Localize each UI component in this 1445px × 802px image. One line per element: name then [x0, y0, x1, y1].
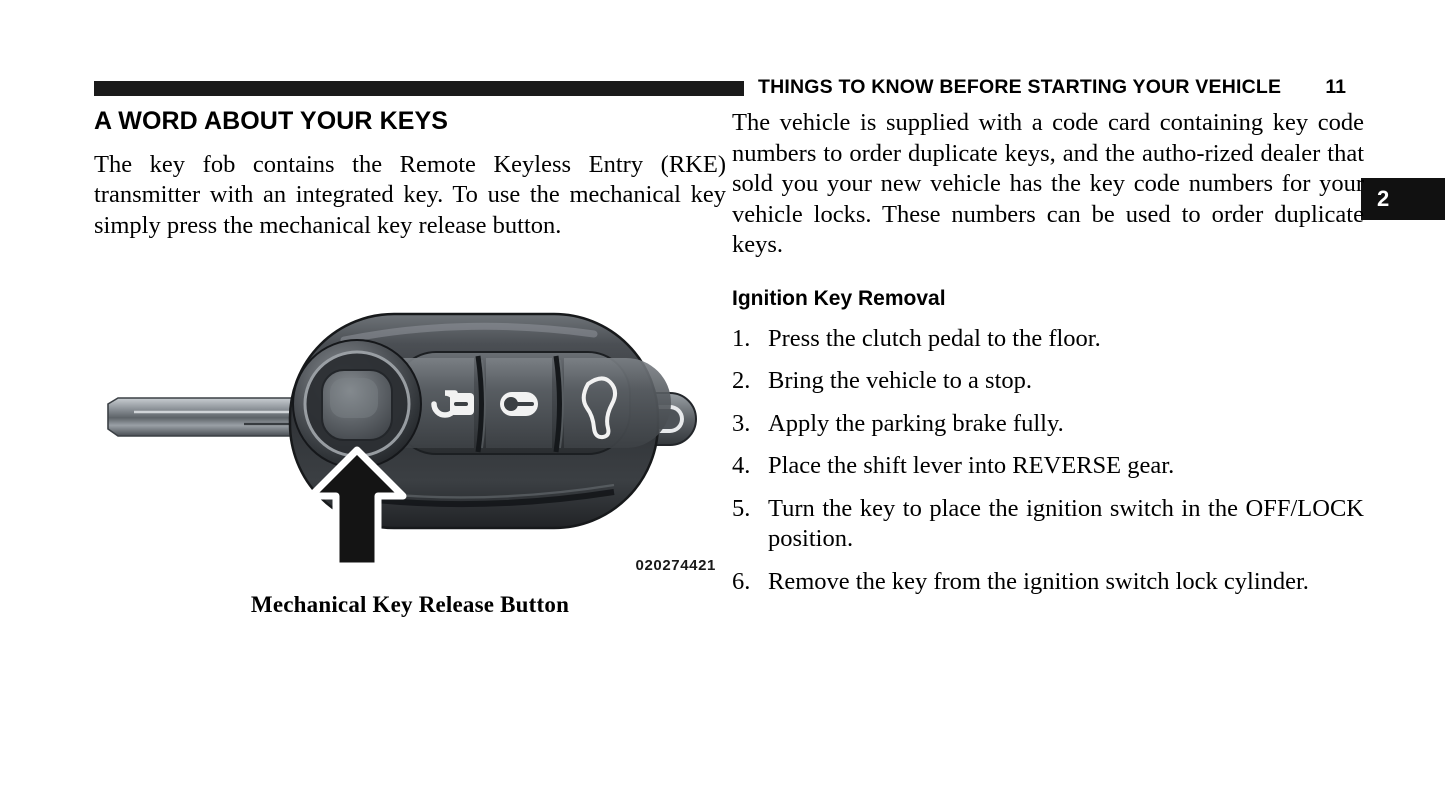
- chapter-tab: 2: [1361, 178, 1445, 220]
- list-item-number: 5.: [732, 494, 751, 522]
- list-item-number: 1.: [732, 324, 751, 352]
- list-item-text: Bring the vehicle to a stop.: [768, 367, 1032, 395]
- right-column: The vehicle is supplied with a code card…: [732, 108, 1364, 597]
- section-heading: A WORD ABOUT YOUR KEYS: [94, 107, 449, 135]
- header-rule: [94, 80, 744, 96]
- figure-code: 020274421: [635, 557, 716, 574]
- mechanical-key-release-button[interactable]: [292, 339, 422, 469]
- list-item: 5. Turn the key to place the ignition sw…: [732, 494, 1364, 555]
- page-title: THINGS TO KNOW BEFORE STARTING YOUR VEHI…: [758, 76, 1282, 99]
- list-item-text: Apply the parking brake fully.: [768, 409, 1064, 437]
- chapter-tab-label: 2: [1377, 186, 1390, 211]
- list-item-number: 2.: [732, 367, 751, 395]
- up-arrow-pointer: [307, 446, 407, 570]
- code-card-paragraph: The vehicle is supplied with a code card…: [732, 109, 1364, 258]
- unlock-icon: [431, 390, 474, 418]
- figure-key-fob: 020274421 Mechanical Key Release Button: [94, 300, 726, 618]
- list-item-number: 4.: [732, 452, 751, 480]
- list-item-text: Place the shift lever into REVERSE gear.: [768, 452, 1175, 480]
- list-item: 1. Press the clutch pedal to the floor.: [732, 324, 1364, 355]
- list-item-number: 3.: [732, 409, 751, 437]
- list-item: 6. Remove the key from the ignition swit…: [732, 567, 1364, 598]
- list-item-text: Remove the key from the ignition switch …: [768, 567, 1309, 595]
- figure-caption: Mechanical Key Release Button: [250, 592, 570, 617]
- key-fob-illustration: [107, 312, 697, 570]
- trunk-release-button[interactable]: [564, 358, 671, 448]
- trunk-icon: [581, 376, 617, 440]
- page-number: 11: [1325, 76, 1346, 99]
- list-item: 4. Place the shift lever into REVERSE ge…: [732, 451, 1364, 482]
- list-item-text: Turn the key to place the ignition switc…: [768, 494, 1364, 553]
- page-header: THINGS TO KNOW BEFORE STARTING YOUR VEHI…: [94, 76, 1346, 100]
- lock-button[interactable]: [486, 358, 552, 448]
- list-item: 3. Apply the parking brake fully.: [732, 409, 1364, 440]
- subsection-heading: Ignition Key Removal: [732, 286, 946, 310]
- list-item-text: Press the clutch pedal to the floor.: [768, 324, 1101, 352]
- left-column: A WORD ABOUT YOUR KEYS The key fob conta…: [94, 107, 726, 241]
- list-item-number: 6.: [732, 567, 751, 595]
- intro-paragraph: The key fob contains the Remote Keyless …: [94, 150, 726, 239]
- list-item: 2. Bring the vehicle to a stop.: [732, 366, 1364, 397]
- lock-icon: [500, 392, 538, 416]
- figure-image-stage: 020274421: [94, 300, 726, 578]
- ignition-key-removal-steps: 1. Press the clutch pedal to the floor. …: [732, 324, 1364, 598]
